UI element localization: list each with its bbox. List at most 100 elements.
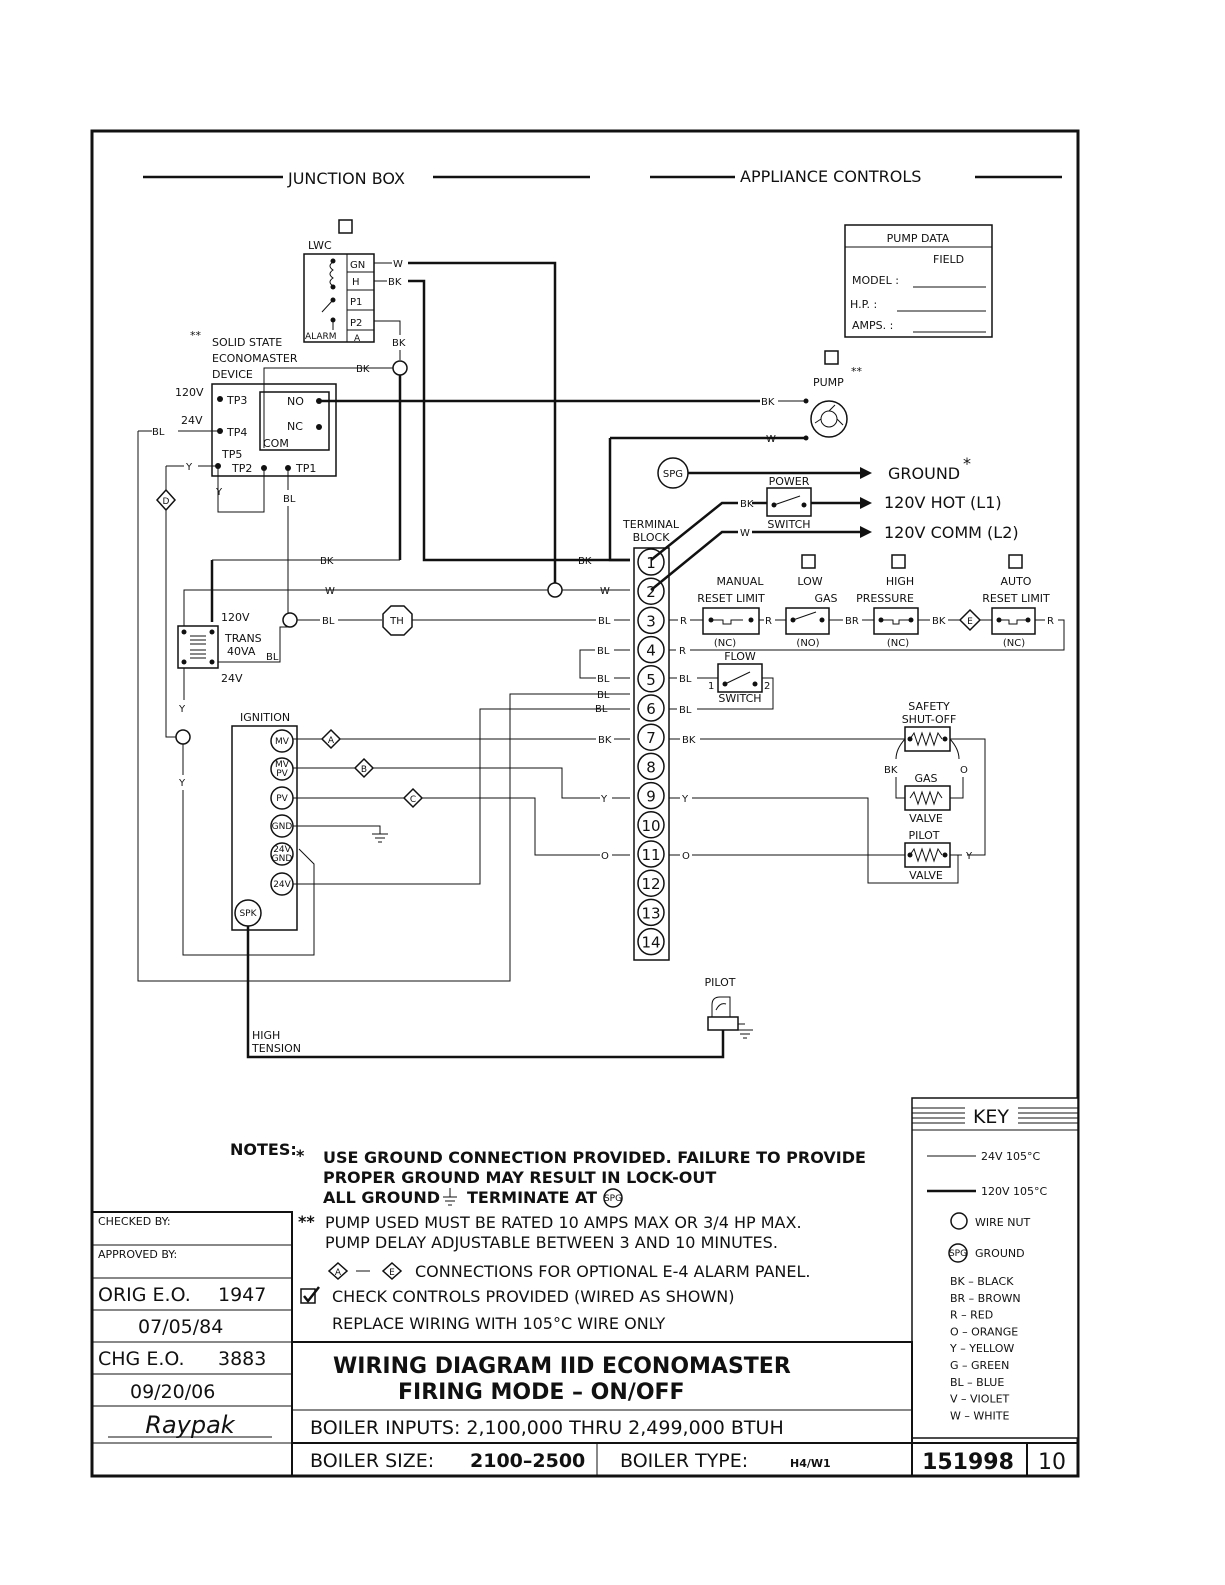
wire-label-y: Y — [215, 487, 223, 498]
note1-a: USE GROUND CONNECTION PROVIDED. FAILURE … — [323, 1148, 866, 1167]
chg-eo-label: CHG E.O. — [98, 1348, 185, 1370]
high-2: PRESSURE — [856, 592, 914, 605]
wire-label-bk: BK — [682, 735, 696, 746]
note1-d: TERMINATE AT — [467, 1188, 597, 1207]
power-hot: 120V HOT (L1) — [884, 493, 1002, 512]
wire-label-bl: BL — [152, 427, 165, 438]
thermostat — [382, 605, 413, 636]
key-color-item: BR – BROWN — [950, 1292, 1021, 1305]
lwc-check-box — [338, 219, 353, 234]
trans-name: TRANS — [224, 632, 262, 645]
wire-label-bk: BK — [320, 556, 334, 567]
note2-star: ** — [298, 1212, 315, 1231]
pilot-valve-1: PILOT — [909, 829, 940, 842]
marker-a-label: A — [328, 736, 335, 746]
econo-120v: 120V — [175, 386, 204, 399]
key-color-item: BK – BLACK — [950, 1275, 1014, 1288]
power-switch[interactable]: POWER SWITCH — [766, 475, 812, 531]
key-24v: 24V 105°C — [981, 1150, 1041, 1163]
wire-label-o: O — [601, 851, 609, 862]
boiler-size: 2100–2500 — [470, 1450, 585, 1472]
drawing-title-1: WIRING DIAGRAM IID ECONOMASTER — [333, 1354, 791, 1379]
terminal-number: 7 — [646, 729, 656, 747]
econo-line3: DEVICE — [212, 368, 253, 381]
key-120v: 120V 105°C — [981, 1185, 1048, 1198]
lwc-a: A — [354, 334, 361, 344]
note3-e: E — [389, 1268, 395, 1278]
boiler-inputs: BOILER INPUTS: 2,100,000 THRU 2,499,000 … — [310, 1417, 784, 1439]
terminal-9 — [637, 781, 665, 810]
flow-2: SWITCH — [718, 692, 761, 705]
econo-tp4: TP4 — [226, 426, 247, 439]
lwc-p1: P1 — [350, 297, 362, 308]
flow-pin1: 1 — [708, 681, 714, 692]
wire-nut — [282, 612, 298, 628]
low-2: GAS — [814, 592, 837, 605]
econo-tp1: TP1 — [295, 462, 316, 475]
high-tension-2: TENSION — [251, 1042, 301, 1055]
terminal-number: 14 — [641, 934, 660, 952]
ignition-label: IGNITION — [240, 711, 290, 724]
ign-gnd: GND — [272, 822, 293, 832]
drawing-title-2: FIRING MODE – ON/OFF — [398, 1380, 685, 1405]
pump-data-title: PUMP DATA — [887, 232, 950, 245]
high-pressure-check-box — [891, 554, 906, 569]
power-comm: 120V COMM (L2) — [884, 523, 1019, 542]
wire-label-w: W — [600, 586, 610, 597]
terminal-number: 10 — [641, 817, 660, 835]
terminal-14 — [637, 927, 665, 956]
note5: REPLACE WIRING WITH 105°C WIRE ONLY — [332, 1314, 665, 1333]
pump-data-model: MODEL : — [852, 274, 899, 287]
pilot-burner: PILOT — [705, 976, 753, 1039]
ground-star: * — [963, 454, 971, 473]
transformer: 120V TRANS 40VA 24V — [177, 611, 262, 685]
flow-switch: FLOW 1 2 SWITCH — [708, 650, 770, 705]
econo-line1: SOLID STATE — [212, 336, 282, 349]
checked-by: CHECKED BY: — [98, 1215, 171, 1228]
manual-1: MANUAL — [717, 575, 765, 588]
note2-a: PUMP USED MUST BE RATED 10 AMPS MAX OR 3… — [325, 1213, 802, 1232]
wire-label-bl: BL — [679, 705, 692, 716]
wire-label-bk: BK — [761, 397, 775, 408]
lwc-alarm: ALARM — [305, 332, 337, 342]
econo-no: NO — [287, 395, 304, 408]
note1-c: ALL GROUND — [323, 1188, 440, 1207]
gas-label: GAS — [914, 772, 937, 785]
power-switch-label: SWITCH — [767, 518, 810, 531]
ign-24v: 24V — [273, 880, 291, 890]
wire-label-w: W — [766, 434, 776, 445]
auto-nc: (NC) — [1003, 638, 1025, 649]
wire-label-bl: BL — [597, 646, 610, 657]
flow-1: FLOW — [724, 650, 756, 663]
pump-stars: ** — [851, 365, 863, 378]
low-gas-check-box — [801, 554, 816, 569]
terminal-3 — [637, 606, 665, 635]
ign-mv: MV — [275, 737, 290, 747]
manual-reset-limit: MANUAL RESET LIMIT (NC) — [697, 575, 765, 649]
terminal-number: 3 — [646, 612, 656, 630]
wire-label-y: Y — [681, 794, 689, 805]
terminal-number: 1 — [646, 554, 656, 572]
terminal-number: 12 — [641, 875, 660, 893]
wire-label-r: R — [765, 616, 772, 627]
key-color-item: W – WHITE — [950, 1409, 1009, 1422]
note3-a: A — [335, 1268, 342, 1278]
marker-a — [320, 728, 342, 750]
low-1: LOW — [797, 575, 822, 588]
terminal-6 — [637, 694, 665, 722]
wire-label-o: O — [682, 851, 690, 862]
marker-d-label: D — [163, 497, 170, 507]
key-color-item: G – GREEN — [950, 1359, 1009, 1372]
wire-label-o: O — [960, 765, 968, 776]
manual-nc: (NC) — [714, 638, 736, 649]
safety-2: SHUT-OFF — [902, 713, 957, 726]
econo-nc: NC — [287, 420, 303, 433]
appliance-controls-header: APPLIANCE CONTROLS — [740, 167, 921, 186]
safety-1: SAFETY — [908, 700, 950, 713]
note3: CONNECTIONS FOR OPTIONAL E-4 ALARM PANEL… — [415, 1262, 811, 1281]
ign-24vgnd-1: 24V — [273, 845, 291, 855]
wire-label-bk: BK — [388, 277, 402, 288]
econo-tp3: TP3 — [226, 394, 247, 407]
